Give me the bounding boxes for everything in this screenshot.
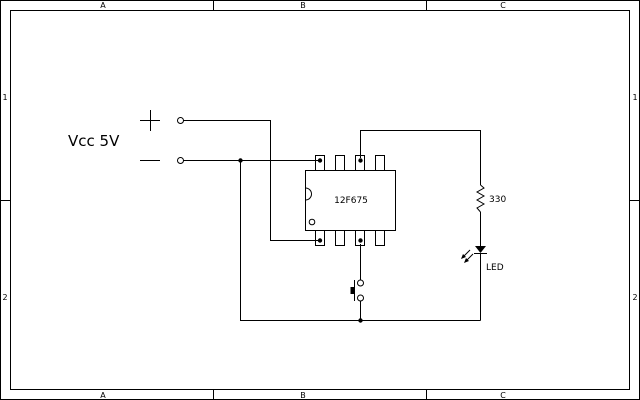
pin-connection-dot: [317, 158, 323, 163]
ic-notch: [305, 187, 312, 201]
led-label: LED: [486, 263, 504, 273]
col-label-c-top: C: [500, 1, 506, 10]
wires: [183, 120, 481, 321]
plus-symbol-icon: [140, 110, 160, 131]
row-label-2-right: 2: [632, 293, 637, 302]
ic-pin: [375, 155, 385, 171]
col-label-c-bottom: C: [500, 391, 506, 400]
row-label-1-right: 1: [632, 93, 637, 102]
col-label-a-bottom: A: [100, 391, 106, 400]
led-icon: [461, 246, 487, 263]
pin-connection-dot: [317, 238, 323, 243]
col-label-b-bottom: B: [300, 391, 306, 400]
row-label-1-left: 1: [2, 93, 7, 102]
power-label: Vcc 5V: [68, 132, 120, 150]
inner-border: [10, 10, 630, 390]
terminal-positive: [177, 117, 184, 124]
col-label-a-top: A: [100, 1, 106, 10]
junction-dot: [358, 318, 363, 323]
ic-pin: [335, 155, 345, 171]
push-button-switch-icon: [350, 279, 364, 302]
pin-connection-dot: [358, 238, 363, 243]
ic-pin: [375, 230, 385, 246]
col-label-b-top: B: [300, 1, 306, 10]
resistor-icon: [475, 184, 486, 213]
terminal-negative: [177, 157, 184, 164]
ic-pin: [315, 155, 325, 171]
resistor-label: 330: [489, 195, 506, 205]
row-label-2-left: 2: [2, 293, 7, 302]
ic-label: 12F675: [334, 196, 368, 206]
ic-pin: [355, 230, 365, 246]
ic-12f675: 12F675: [305, 155, 396, 246]
pin-connection-dot: [358, 158, 363, 163]
junction-dot: [238, 158, 243, 163]
ic-pin1-marker: [308, 218, 316, 226]
ic-pin: [335, 230, 345, 246]
ic-pin: [355, 155, 365, 171]
ic-pin: [315, 230, 325, 246]
